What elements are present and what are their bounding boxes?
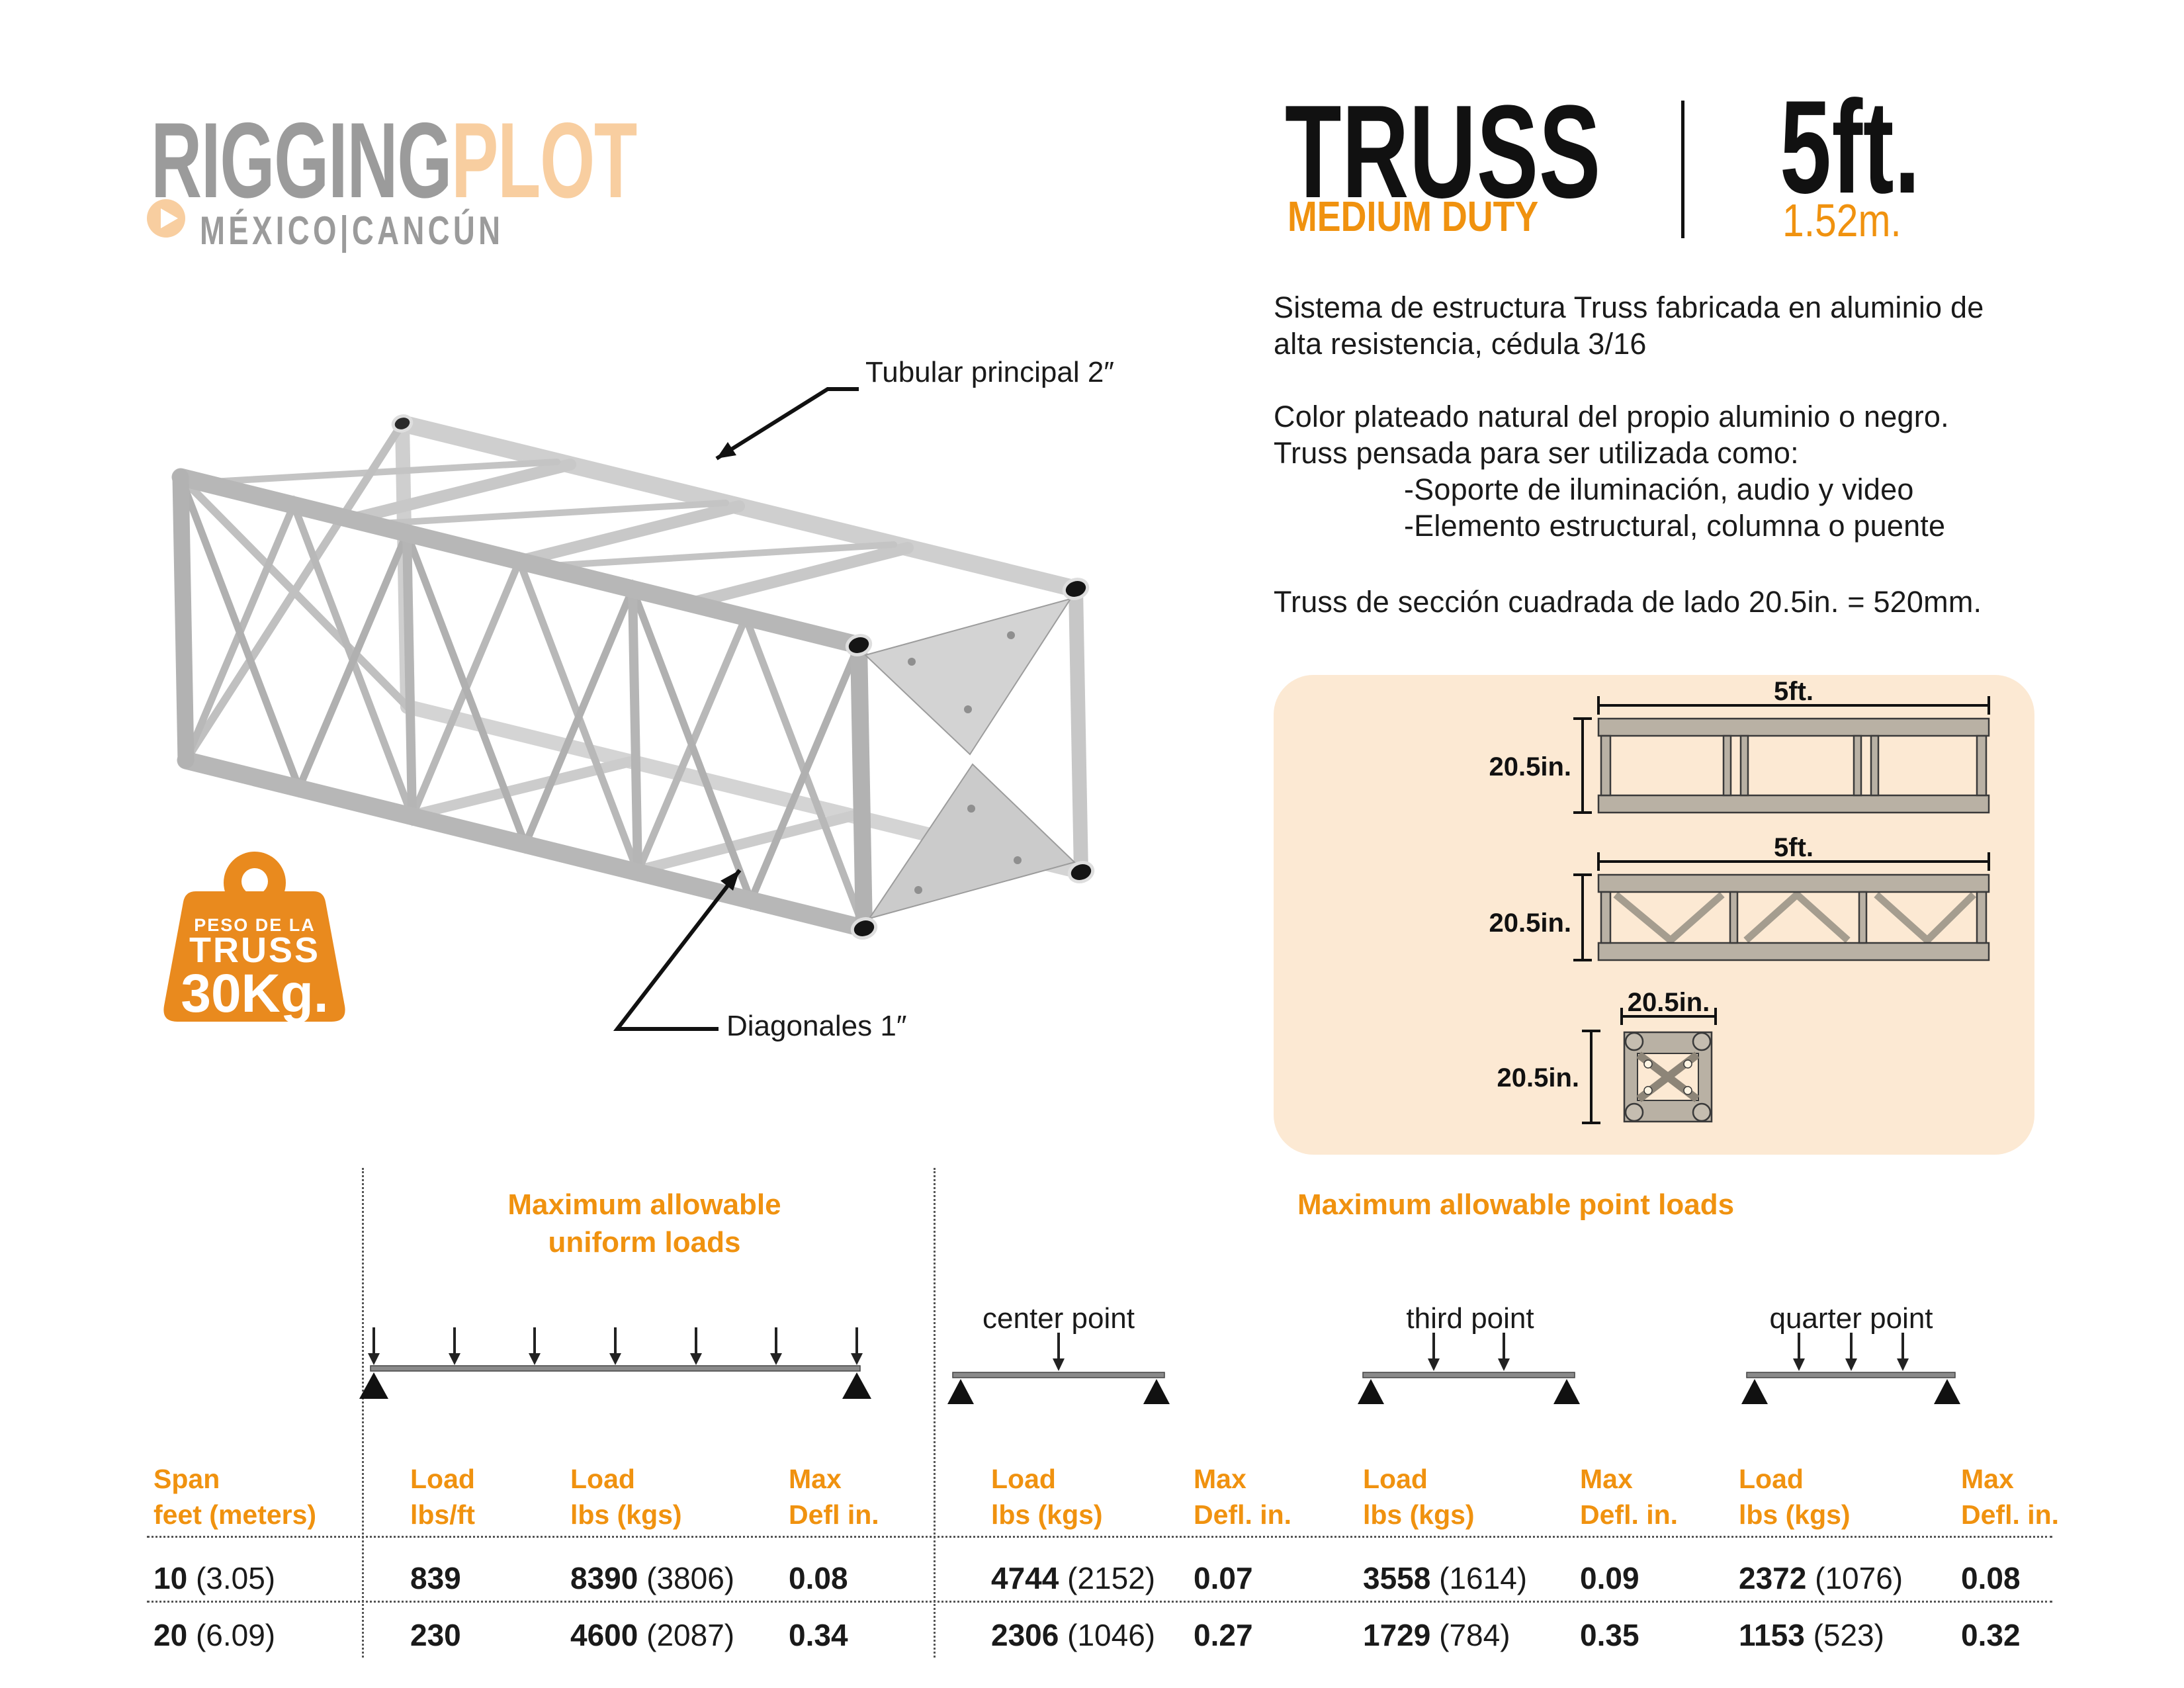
table-rule-horizontal [147, 1601, 2052, 1603]
truss-tube-ends [391, 414, 1095, 940]
truss-3d-figure [171, 387, 1095, 1031]
table-cell: 1153 (523) [1739, 1618, 1884, 1652]
point-loads-heading: Maximum allowable point loads [1297, 1188, 1735, 1221]
logo-text-primary: RIGGING [151, 101, 452, 220]
uniform-loads-heading: Maximum allowable uniform loads [507, 1188, 781, 1259]
table-cell: 230 [410, 1618, 461, 1652]
table-cell: 0.32 [1961, 1618, 2021, 1652]
table-cell: 0.27 [1194, 1618, 1253, 1652]
badge-weight-value: 30Kg. [181, 963, 328, 1024]
play-triangle-icon [161, 208, 178, 228]
table-separator-vertical [934, 1168, 936, 1658]
table-cell: 8390 (3806) [570, 1561, 735, 1595]
elevation-dimension-lines [1573, 852, 1990, 961]
leader-line-tubular [715, 387, 859, 461]
section-width-label: 20.5in. [1628, 988, 1710, 1017]
callout-tubular-principal: Tubular principal 2″ [865, 356, 1114, 388]
description-bullet: -Elemento estructural, columna o puente [1404, 509, 1946, 543]
logo-location: MÉXICO|CANCÚN [200, 210, 599, 251]
table-cell: 839 [410, 1561, 461, 1595]
plan-width-label: 5ft. [1774, 677, 1813, 706]
table-cell: 1729 (784) [1363, 1618, 1510, 1652]
badge-body [163, 891, 345, 1022]
brand-logo: RIGGINGPLOT [151, 107, 887, 214]
length-feet: 5ft. [1780, 73, 1921, 221]
table-cell: 20 (6.09) [153, 1618, 276, 1652]
beam-label-third: third point [1406, 1302, 1534, 1335]
table-cell: 0.34 [789, 1618, 848, 1652]
table-cell: 4600 (2087) [570, 1618, 735, 1652]
elevation-width-label: 5ft. [1774, 833, 1813, 862]
description-line: Color plateado natural del propio alumin… [1274, 400, 1949, 433]
plan-dimension-lines [1573, 696, 1990, 814]
table-cell: 4744 (2152) [991, 1561, 1156, 1595]
section-height-label: 20.5in. [1497, 1063, 1579, 1092]
center-point-beam [947, 1333, 1170, 1404]
table-cell: 0.08 [789, 1561, 848, 1595]
product-title: TRUSS [1285, 78, 1601, 226]
section-dimension-lines [1582, 1008, 1717, 1124]
beam-label-center: center point [983, 1302, 1135, 1335]
load-beam-diagrams [359, 1327, 1960, 1404]
weight-badge: PESO DE LA TRUSS 30Kg. [163, 852, 345, 1024]
table-cell: 2372 (1076) [1739, 1561, 1903, 1595]
badge-label-small: PESO DE LA [194, 915, 316, 935]
elevation-view-diagram [1597, 873, 1990, 961]
table-cell: 0.35 [1580, 1618, 1639, 1652]
length-meters: 1.52m. [1782, 195, 1901, 246]
elevation-height-label: 20.5in. [1489, 909, 1571, 938]
table-cell: 0.07 [1194, 1561, 1253, 1595]
uniform-load-beam [359, 1327, 871, 1399]
description-line: Truss de sección cuadrada de lado 20.5in… [1274, 585, 1982, 619]
third-point-beam [1358, 1333, 1580, 1404]
dimension-diagrams: 5ft. 20.5in. 5f [1489, 677, 1990, 1124]
description-line: alta resistencia, cédula 3/16 [1274, 327, 1647, 361]
section-view-diagram [1623, 1031, 1713, 1123]
truss-wireframe [171, 415, 1088, 938]
play-icon [147, 199, 185, 238]
table-cell: 2306 (1046) [991, 1618, 1156, 1652]
badge-ring-hole [241, 868, 268, 895]
plan-view-diagram [1597, 717, 1990, 814]
description-line: Sistema de estructura Truss fabricada en… [1274, 290, 1984, 324]
beam-label-quarter: quarter point [1769, 1302, 1933, 1335]
table-cell: 0.08 [1961, 1561, 2021, 1595]
leader-line-diagonales [613, 869, 742, 1031]
description-line: Truss pensada para ser utilizada como: [1274, 436, 1799, 470]
table-separator-vertical [362, 1168, 364, 1658]
logo-text-secondary: PLOT [451, 101, 637, 220]
product-grade: MEDIUM DUTY [1288, 193, 1539, 240]
table-cell: 10 (3.05) [153, 1561, 276, 1595]
plan-height-label: 20.5in. [1489, 752, 1571, 781]
quarter-point-beam [1741, 1333, 1960, 1404]
table-cell: 3558 (1614) [1363, 1561, 1528, 1595]
badge-label-truss: TRUSS [189, 930, 320, 970]
logo-location-text: MÉXICO|CANCÚN [200, 208, 504, 253]
title-divider [1681, 101, 1684, 238]
table-cell: 0.09 [1580, 1561, 1639, 1595]
truss-end-plates [864, 598, 1076, 920]
callout-diagonales: Diagonales 1″ [726, 1010, 907, 1042]
description-bullet: -Soporte de iluminación, audio y video [1404, 472, 1914, 506]
table-rule-horizontal [147, 1536, 2052, 1538]
